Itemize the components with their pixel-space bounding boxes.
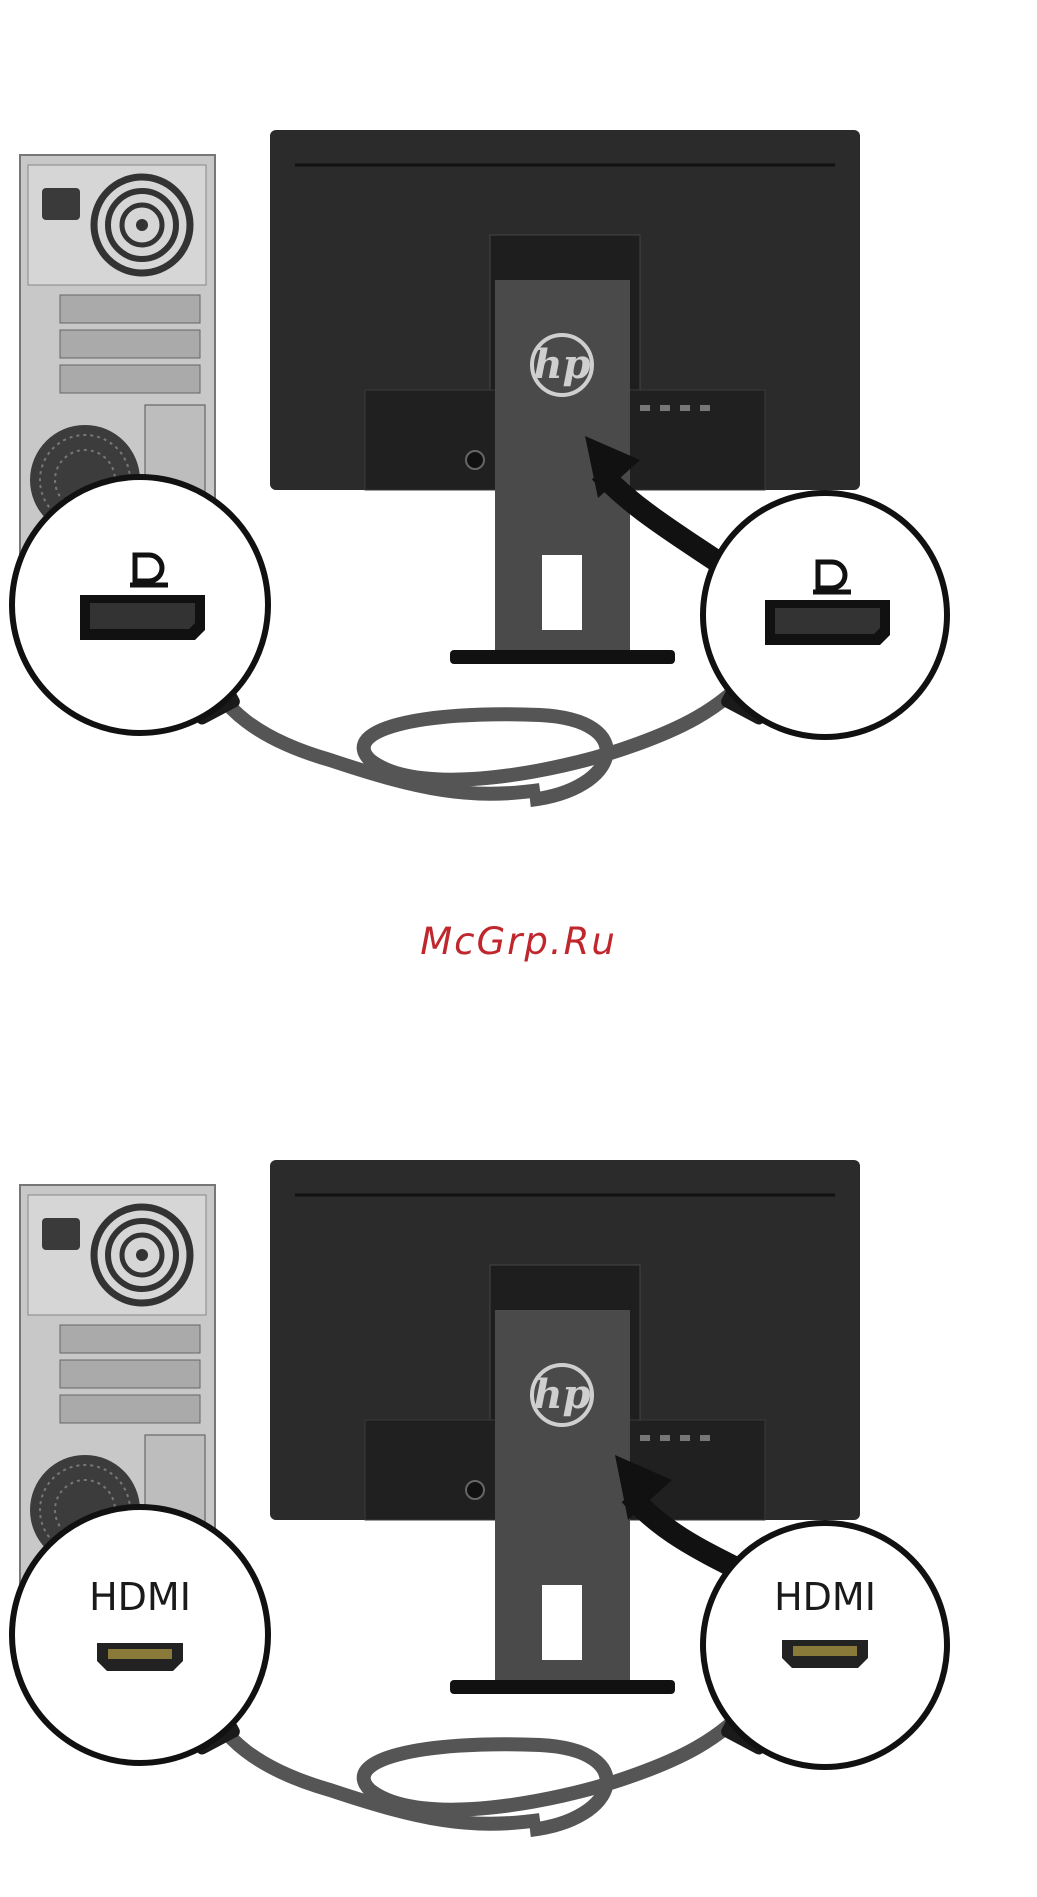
hdmi-connection-panel: hp HDMI xyxy=(0,1130,1037,1897)
hdmi-label: HDMI xyxy=(774,1575,876,1619)
callout-monitor-port xyxy=(703,493,947,737)
hdmi-port-icon xyxy=(782,1640,868,1668)
svg-text:hp: hp xyxy=(533,341,590,388)
callout-computer-port xyxy=(12,477,268,733)
displayport-socket-icon xyxy=(765,600,890,645)
svg-text:hp: hp xyxy=(533,1371,590,1418)
displayport-socket-icon xyxy=(80,595,205,640)
fan-grille-icon xyxy=(94,177,190,273)
hdmi-port-icon xyxy=(97,1643,183,1671)
watermark-text: McGrp.Ru xyxy=(0,920,1037,963)
hp-logo-icon: hp xyxy=(532,1365,592,1425)
cable-clip-slot xyxy=(542,555,582,630)
hp-logo-icon: hp xyxy=(532,335,592,395)
stand-base xyxy=(450,1680,675,1694)
power-socket-icon xyxy=(42,1218,80,1250)
hdmi-label: HDMI xyxy=(89,1575,191,1619)
hdmi-connection-diagram: hp HDMI xyxy=(0,1130,1037,1897)
power-socket-icon xyxy=(42,188,80,220)
stand-base xyxy=(450,650,675,664)
displayport-connection-diagram: hp xyxy=(0,100,1037,880)
cable-clip-slot xyxy=(542,1585,582,1660)
fan-grille-icon xyxy=(94,1207,190,1303)
callout-monitor-port: HDMI xyxy=(703,1523,947,1767)
callout-computer-port: HDMI xyxy=(12,1507,268,1763)
displayport-connection-panel: hp xyxy=(0,100,1037,880)
